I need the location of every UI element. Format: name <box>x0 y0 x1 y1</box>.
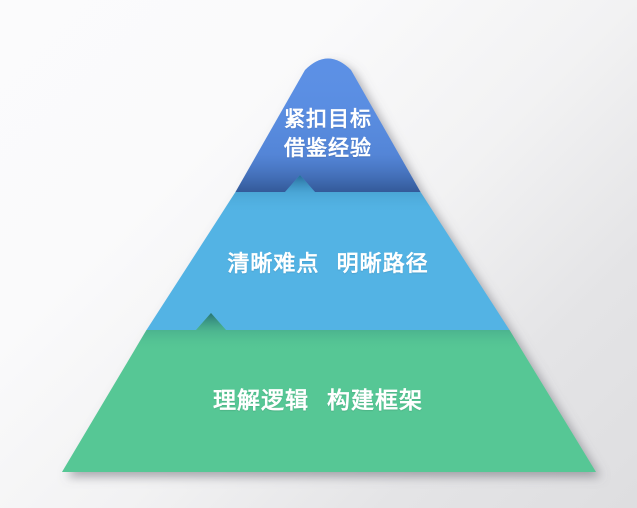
bottom-tier-inner-shadow <box>133 313 523 352</box>
top-tier-inner-shade <box>235 58 421 192</box>
pyramid-tier-bottom-label: 理解逻辑 构建框架 <box>212 387 423 414</box>
middle-tier-inner-shadow <box>221 175 435 214</box>
pyramid-tier-top-label: 紧扣目标 借鉴经验 <box>284 106 372 161</box>
pyramid-tier-bottom-shape[interactable] <box>62 313 596 472</box>
pyramid-tier-middle-label: 清晰难点 明晰路径 <box>227 251 429 277</box>
